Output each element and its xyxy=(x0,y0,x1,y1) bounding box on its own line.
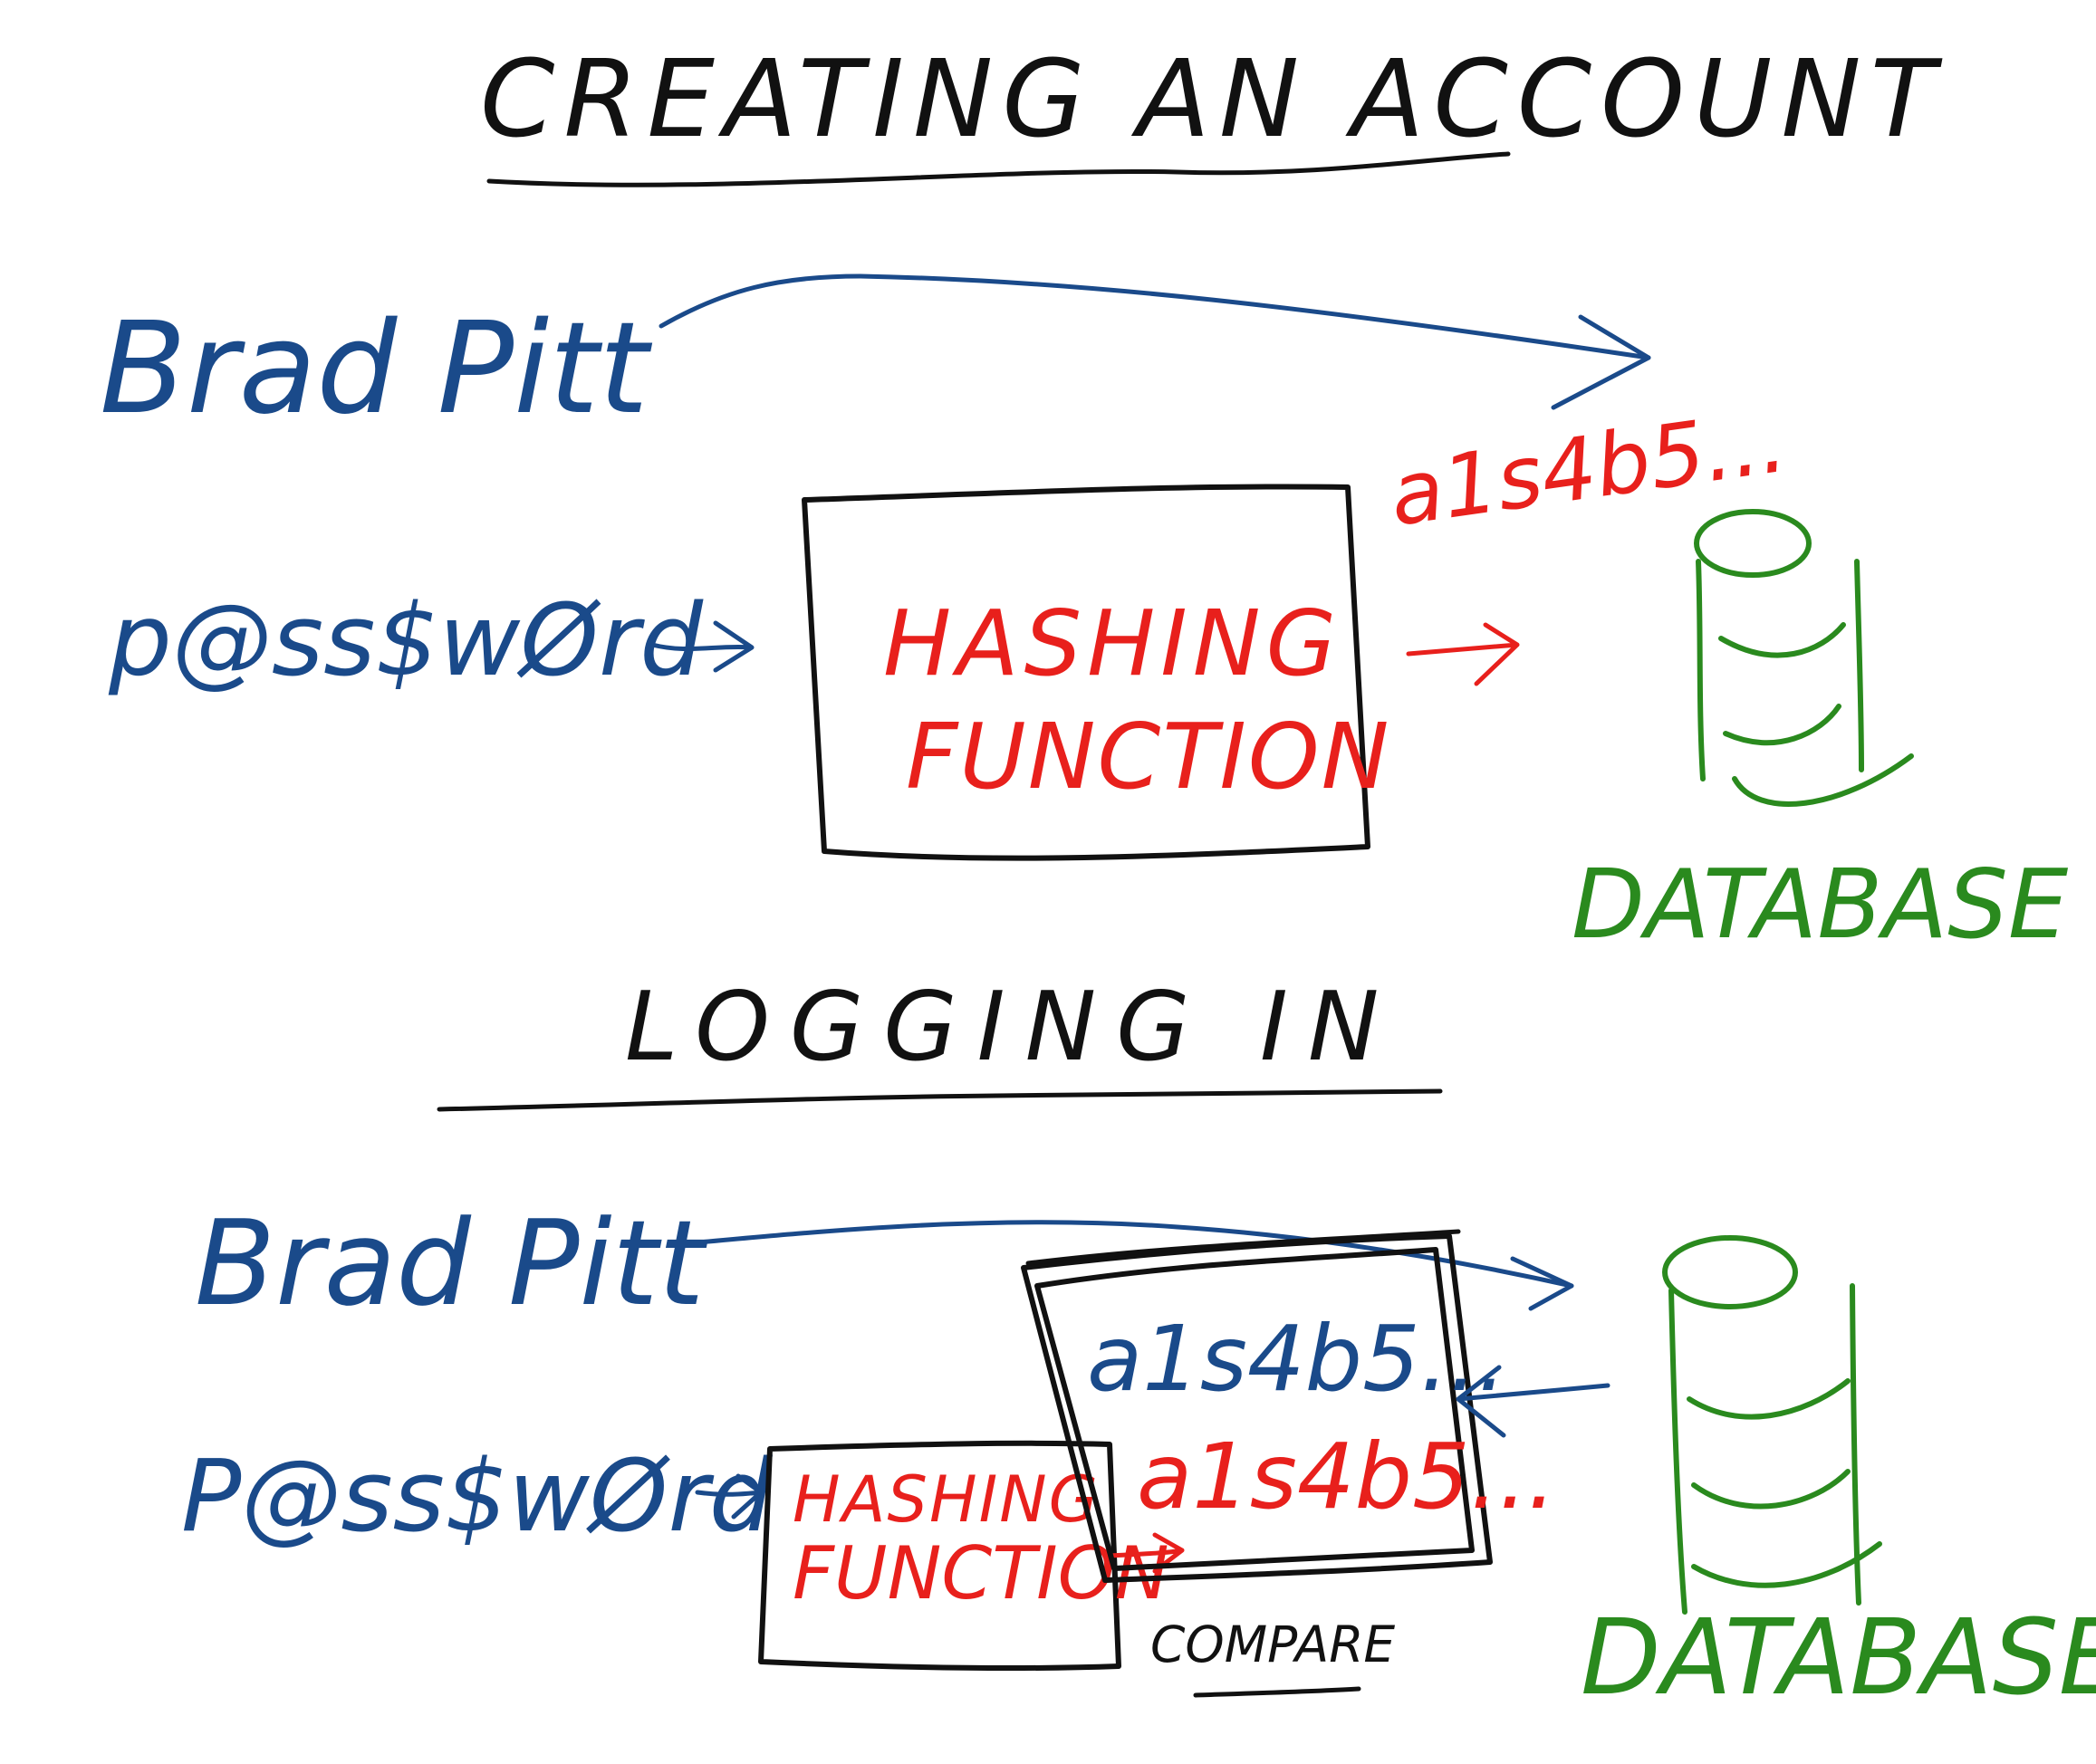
login-hashing-function-box xyxy=(758,1440,1121,1672)
database-icon xyxy=(1694,509,1914,807)
creating-username: Brad Pitt xyxy=(100,295,653,443)
compare-underline xyxy=(1193,1686,1361,1698)
creating-function-line1: HASHING xyxy=(883,590,1341,696)
login-password-arrow xyxy=(695,1473,764,1520)
hashing-function-box xyxy=(802,484,1370,861)
logging-function-line1: HASHING xyxy=(793,1462,1100,1537)
creating-database-label: DATABASE xyxy=(1572,849,2069,960)
function-to-database-arrow xyxy=(1406,622,1520,686)
creating-section: CREATING AN ACCOUNT Brad Pitt p@ss$wØrd … xyxy=(100,36,2069,960)
logging-database-label: DATABASE xyxy=(1581,1597,2096,1719)
username-arrow-head xyxy=(1551,314,1651,410)
logging-function-line2: FUNCTION xyxy=(793,1531,1169,1615)
logging-computed-hash: a1s4b5... xyxy=(1137,1424,1556,1529)
login-database-icon xyxy=(1662,1235,1882,1615)
creating-title: CREATING AN ACCOUNT xyxy=(480,36,1945,161)
login-username-arrow-head xyxy=(1510,1256,1574,1311)
creating-function-line2: FUNCTION xyxy=(906,704,1390,810)
logging-section: LOGGING IN Brad Pitt P@ss$wØrd HASHING F… xyxy=(181,972,2096,1719)
creating-title-underline xyxy=(486,151,1511,187)
logging-stored-hash: a1s4b5... xyxy=(1087,1306,1506,1412)
database-to-compare-arrow xyxy=(1456,1365,1610,1438)
password-to-function-arrow xyxy=(649,620,755,673)
logging-password: P@ss$wØrd xyxy=(181,1438,774,1554)
creating-password: p@ss$wØrd xyxy=(108,582,704,698)
username-to-database-arrow xyxy=(659,273,1651,360)
logging-username: Brad Pitt xyxy=(195,1194,708,1332)
logging-compare-label: COMPARE xyxy=(1150,1615,1395,1673)
logging-title: LOGGING IN xyxy=(625,972,1399,1082)
creating-hash: a1s4b5... xyxy=(1384,392,1793,546)
logging-title-underline xyxy=(437,1088,1443,1112)
login-username-arrow xyxy=(668,1220,1574,1289)
